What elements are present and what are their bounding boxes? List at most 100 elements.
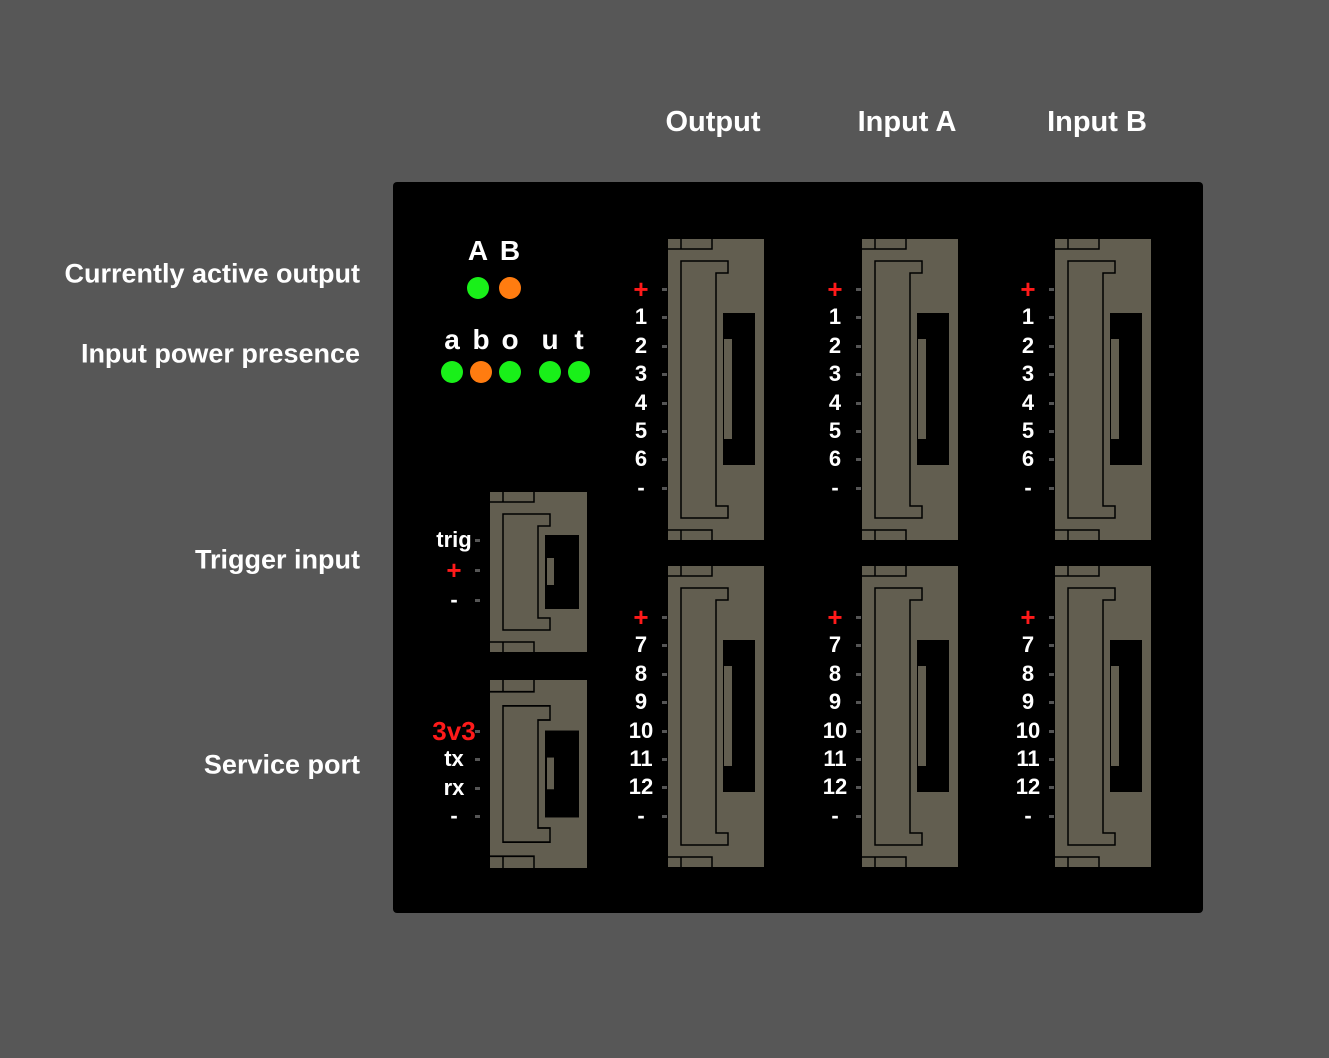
input-b-bottom-pin-label: 9 <box>1021 689 1035 715</box>
trigger-pin-tick <box>475 539 480 542</box>
input-b-bottom-pin-label: 10 <box>1015 717 1041 743</box>
label-power-presence: Input power presence <box>80 338 360 369</box>
output-bottom-pin-tick <box>662 701 667 705</box>
trigger-pin-label: - <box>450 587 458 612</box>
service-pin-label: tx <box>444 746 464 772</box>
led-active-B <box>499 277 521 299</box>
output-bottom-pin-label: 8 <box>634 660 648 686</box>
output-top-pin-tick <box>662 430 667 433</box>
input-a-top-pin-tick <box>856 486 861 490</box>
input-b-top-pin-label: 6 <box>1021 446 1035 472</box>
header-input-b: Input B <box>1047 106 1147 138</box>
output-top-pin-tick <box>662 373 667 377</box>
input-a-bottom-pin-label: 9 <box>828 689 842 715</box>
header-output: Output <box>665 106 761 138</box>
input-a-bottom-pin-tick <box>856 701 861 705</box>
output-top-pin-tick <box>662 316 667 320</box>
input-a-top-pin-tick <box>856 373 861 377</box>
output-bottom-pin-label: 12 <box>628 774 654 800</box>
service-pin-label: rx <box>443 774 465 800</box>
input-b-bottom-pin-tick <box>1049 672 1054 676</box>
trigger-pin-tick <box>475 599 480 602</box>
input-a-bottom-pin-tick <box>856 814 861 818</box>
output-bottom-pin-tick <box>662 644 667 648</box>
input-a-bottom-pin-label: 12 <box>822 774 848 800</box>
input-b-connector-bottom <box>1055 566 1151 867</box>
trigger-connector <box>490 492 587 652</box>
input-a-top-pin-label: 6 <box>828 446 842 472</box>
trigger-pin-label: + <box>446 555 462 585</box>
input-a-bottom-pin-label: 10 <box>822 717 848 743</box>
input-a-bottom-pin-label: + <box>827 602 843 632</box>
input-b-bottom-pin-tick <box>1049 616 1054 619</box>
service-connector <box>490 680 587 868</box>
input-a-top-pin-tick <box>856 458 861 462</box>
input-b-bottom-pin-tick <box>1049 786 1054 790</box>
input-b-top-pin-tick <box>1049 344 1054 348</box>
trigger-pin-label: trig <box>436 527 472 552</box>
input-a-bottom-pin-tick <box>856 729 861 733</box>
input-b-top-pin-tick <box>1049 288 1054 291</box>
input-b-top-pin-tick <box>1049 430 1054 433</box>
input-b-top-pin-label: - <box>1024 474 1032 500</box>
input-a-bottom-pin-label: - <box>831 802 839 828</box>
input-a-top-pin-label: 1 <box>828 304 842 330</box>
output-bottom-pin-label: 10 <box>628 717 654 743</box>
input-a-bottom-pin-tick <box>856 644 861 648</box>
service-pin-tick <box>475 815 480 819</box>
led-label-A: A <box>467 235 489 266</box>
input-b-top-pin-tick <box>1049 458 1054 462</box>
output-top-pin-label: - <box>637 474 645 500</box>
led-label-o: o <box>501 324 519 355</box>
input-a-bottom-pin-tick <box>856 672 861 676</box>
input-a-top-pin-tick <box>856 316 861 320</box>
input-b-bottom-pin-label: - <box>1024 802 1032 828</box>
input-a-top-pin-label: 5 <box>828 418 842 443</box>
output-top-pin-label: 6 <box>634 446 648 472</box>
service-pin-tick <box>475 730 480 733</box>
output-bottom-pin-tick <box>662 814 667 818</box>
header-input-a: Input A <box>857 106 957 138</box>
input-a-top-pin-tick <box>856 288 861 291</box>
output-bottom-pin-tick <box>662 729 667 733</box>
output-top-pin-tick <box>662 458 667 462</box>
input-b-bottom-pin-tick <box>1049 729 1054 733</box>
input-b-top-pin-label: + <box>1020 274 1036 304</box>
input-b-bottom-pin-tick <box>1049 701 1054 705</box>
input-a-bottom-pin-label: 11 <box>823 746 847 771</box>
output-bottom-pin-label: - <box>637 802 645 828</box>
output-bottom-pin-label: 7 <box>634 632 648 658</box>
input-a-top-pin-label: 2 <box>828 332 842 358</box>
led-label-u: u <box>541 324 559 355</box>
input-a-top-pin-tick <box>856 430 861 433</box>
led-active-A <box>467 277 489 299</box>
label-active-output: Currently active output <box>64 258 360 289</box>
led-label-b: b <box>472 324 490 355</box>
output-top-pin-label: 2 <box>634 332 648 358</box>
output-bottom-pin-label: 11 <box>629 746 653 771</box>
output-top-pin-tick <box>662 401 667 405</box>
input-b-top-pin-tick <box>1049 401 1054 405</box>
input-b-bottom-pin-label: 11 <box>1016 746 1040 771</box>
input-a-top-pin-label: - <box>831 474 839 500</box>
output-top-pin-label: 5 <box>634 418 648 443</box>
input-a-top-pin-tick <box>856 344 861 348</box>
service-pin-tick <box>475 786 480 790</box>
input-b-bottom-pin-tick <box>1049 644 1054 648</box>
output-bottom-pin-tick <box>662 758 667 761</box>
input-b-bottom-pin-label: 8 <box>1021 660 1035 686</box>
output-connector-bottom <box>668 566 764 867</box>
output-bottom-pin-tick <box>662 672 667 676</box>
led-power-o <box>499 361 521 383</box>
service-pin-tick <box>475 758 480 762</box>
trigger-pin-tick <box>475 569 480 572</box>
input-b-connector-top <box>1055 239 1151 540</box>
input-b-top-pin-label: 4 <box>1021 389 1035 415</box>
output-bottom-pin-label: 9 <box>634 689 648 715</box>
input-b-top-pin-tick <box>1049 486 1054 490</box>
output-top-pin-label: + <box>633 274 649 304</box>
output-top-pin-tick <box>662 344 667 348</box>
input-a-connector-top <box>862 239 958 540</box>
input-a-bottom-pin-tick <box>856 616 861 619</box>
led-power-a <box>441 361 463 383</box>
